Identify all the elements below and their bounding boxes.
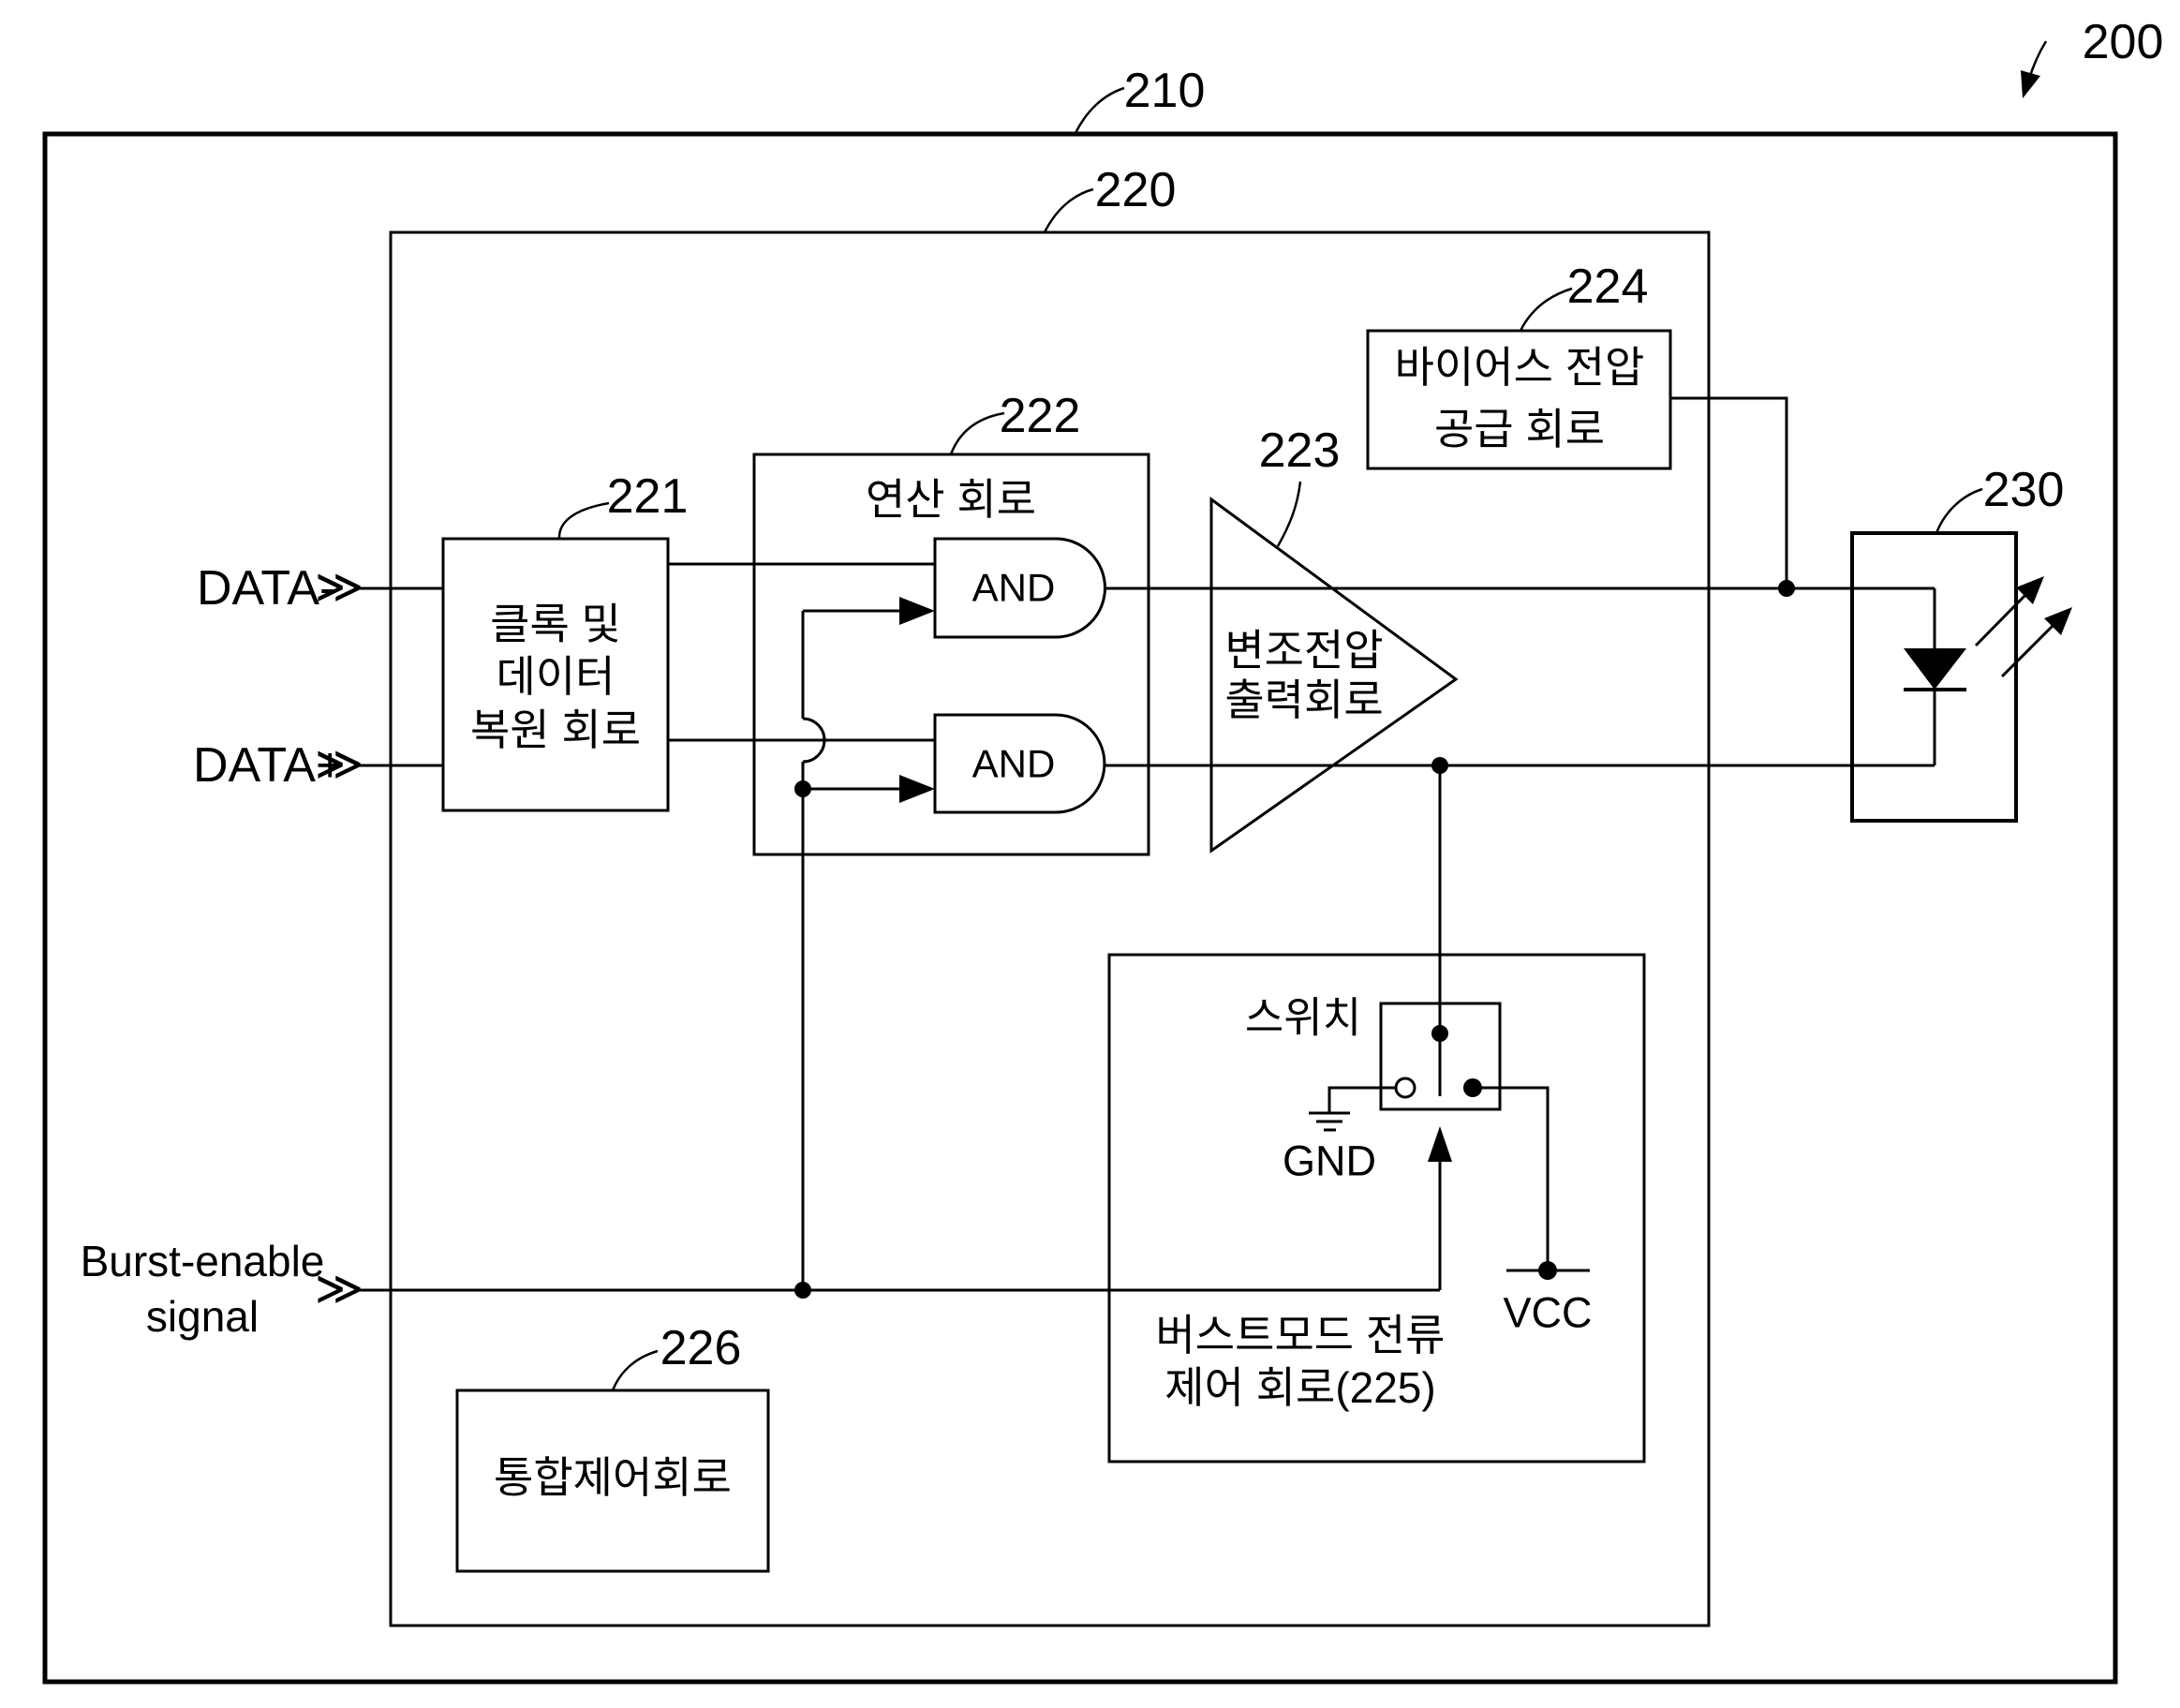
and-label-bottom: AND — [972, 742, 1056, 786]
input-chevron-icon: ≫ — [315, 1262, 363, 1314]
integrated-label: 통합제어회로 — [494, 1453, 732, 1502]
switch-label: 스위치 — [1245, 994, 1361, 1042]
bias-text-line2: 공급 회로 — [1434, 405, 1605, 453]
cdr-text-line1: 클록 및 — [490, 600, 621, 648]
pointer-200-arrow — [2021, 41, 2046, 98]
light-arrow-icon — [2002, 607, 2072, 676]
leader-224 — [1520, 289, 1572, 331]
arrowhead-feedback-top — [899, 597, 935, 625]
ref-label-226: 226 — [660, 1321, 742, 1375]
leader-223 — [1278, 482, 1300, 546]
wire-bias-output — [1670, 398, 1787, 588]
led-icon — [1904, 648, 1966, 690]
burst-ctrl-text-line1: 버스트모드 전류 — [1155, 1311, 1445, 1359]
and-label-top: AND — [972, 566, 1056, 610]
ref-label-230: 230 — [1983, 463, 2065, 517]
vcc-rail-icon — [1506, 1261, 1590, 1280]
arrowhead-switch-control — [1428, 1126, 1452, 1162]
ref-label-220: 220 — [1095, 163, 1177, 217]
junction-dot — [1778, 580, 1795, 597]
cdr-text-line3: 복원 회로 — [470, 705, 641, 754]
ref-label-222: 222 — [1000, 389, 1081, 443]
leader-210 — [1075, 88, 1124, 133]
input-chevron-icon: ≫ — [315, 560, 363, 613]
burst-enable-label-line2: signal — [146, 1292, 259, 1341]
wire-vcc-branch — [1481, 1088, 1548, 1270]
vcc-label: VCC — [1503, 1289, 1592, 1337]
cdr-text-line2: 데이터 — [497, 652, 615, 701]
ref-label-200: 200 — [2083, 15, 2164, 69]
arrowhead-feedback-bottom — [899, 775, 935, 803]
junction-dot — [794, 780, 811, 797]
module-box-210 — [45, 134, 2115, 1682]
leader-222 — [951, 413, 1004, 454]
burst-enable-label-line1: Burst-enable — [81, 1237, 325, 1285]
leader-220 — [1045, 189, 1093, 232]
ground-icon — [1309, 1113, 1350, 1130]
ref-label-224: 224 — [1567, 260, 1649, 314]
amp-text-line2: 출력회로 — [1224, 676, 1383, 724]
burst-ctrl-text-line2: 제어 회로(225) — [1164, 1363, 1435, 1412]
junction-dot — [1431, 757, 1448, 774]
bias-text-line1: 바이어스 전압 — [1395, 343, 1645, 392]
ref-label-210: 210 — [1124, 64, 1206, 118]
switch-top-contact — [1431, 1025, 1448, 1042]
input-chevron-icon: ≫ — [315, 737, 363, 790]
leader-226 — [613, 1351, 658, 1390]
light-arrow-icon — [1976, 576, 2044, 646]
leader-230 — [1936, 489, 1982, 533]
gnd-label: GND — [1283, 1137, 1376, 1185]
junction-dot — [794, 1282, 811, 1299]
ref-label-221: 221 — [607, 469, 689, 524]
ref-label-223: 223 — [1259, 423, 1341, 478]
amp-text-line1: 변조전압 — [1224, 626, 1383, 675]
logic-title: 연산 회로 — [866, 475, 1036, 524]
switch-open-contact — [1396, 1078, 1415, 1097]
leader-221 — [559, 503, 609, 539]
switch-closed-contact — [1463, 1078, 1482, 1097]
